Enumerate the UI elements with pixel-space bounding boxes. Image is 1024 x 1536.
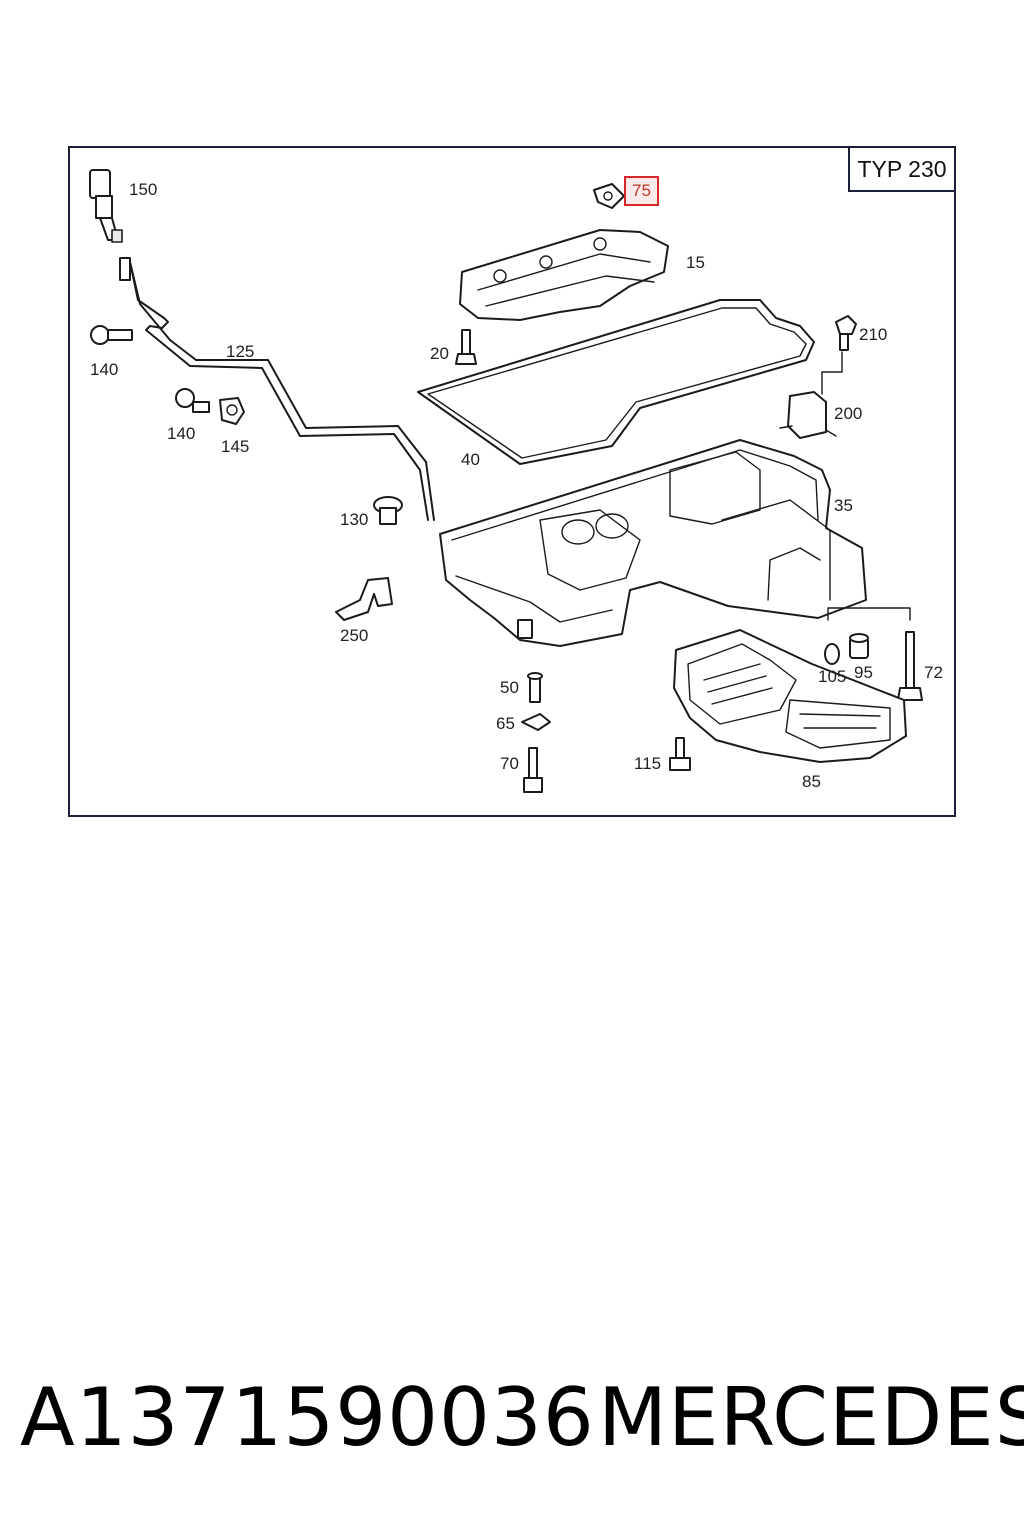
part-150-sensor [89, 169, 123, 243]
callout-150[interactable]: 150 [129, 180, 158, 199]
callout-145[interactable]: 145 [221, 437, 250, 456]
part-50-stud [527, 672, 543, 703]
callout-75-highlighted[interactable]: 75 [624, 176, 659, 206]
callout-35[interactable]: 35 [834, 496, 853, 515]
callout-95[interactable]: 95 [854, 663, 873, 682]
callout-200[interactable]: 200 [834, 404, 863, 423]
callout-72[interactable]: 72 [924, 663, 943, 682]
part-140-bolt-a [90, 325, 133, 345]
callout-20[interactable]: 20 [430, 344, 449, 363]
part-20-bolt [455, 329, 477, 365]
callout-130[interactable]: 130 [340, 510, 369, 529]
callout-65[interactable]: 65 [496, 714, 515, 733]
type-label: TYP 230 [857, 155, 947, 182]
part-250-bracket [335, 577, 393, 621]
callout-125[interactable]: 125 [226, 342, 255, 361]
part-130-plug [373, 496, 403, 525]
part-115-bolt [669, 737, 691, 771]
callout-210[interactable]: 210 [859, 325, 888, 344]
leader-210-200 [821, 351, 843, 395]
part-number: A1371590036 [20, 1371, 595, 1464]
callout-70[interactable]: 70 [500, 754, 519, 773]
callout-50[interactable]: 50 [500, 678, 519, 697]
part-105-washer [824, 643, 840, 665]
callout-140-lower[interactable]: 140 [167, 424, 196, 443]
part-95-plug [849, 633, 869, 659]
part-72-bolt [897, 631, 923, 701]
diagram-frame [68, 146, 956, 817]
callout-140-upper[interactable]: 140 [90, 360, 119, 379]
callout-15[interactable]: 15 [686, 253, 705, 272]
callout-75-label: 75 [632, 181, 651, 200]
callout-250[interactable]: 250 [340, 626, 369, 645]
part-70-bolt [523, 747, 543, 793]
callout-105[interactable]: 105 [818, 667, 847, 686]
part-40-gasket [417, 299, 815, 465]
part-35-oil-pan [439, 439, 867, 647]
leader-group-105-72 [827, 607, 911, 621]
part-85-lower-pan [673, 629, 907, 763]
part-65-clamp [521, 713, 551, 731]
part-75-clip [593, 183, 625, 209]
callout-40[interactable]: 40 [461, 450, 480, 469]
callout-115[interactable]: 115 [634, 754, 662, 773]
type-label-box: TYP 230 [848, 146, 956, 192]
part-210-bolt [835, 315, 857, 351]
part-125-tube [119, 257, 435, 521]
part-145-clip [219, 397, 245, 425]
part-200-bracket [779, 391, 837, 439]
part-140-bolt-b [175, 388, 210, 413]
brand-name: MERCEDES [598, 1371, 1024, 1464]
callout-85[interactable]: 85 [802, 772, 821, 791]
part-15-baffle [459, 229, 669, 321]
